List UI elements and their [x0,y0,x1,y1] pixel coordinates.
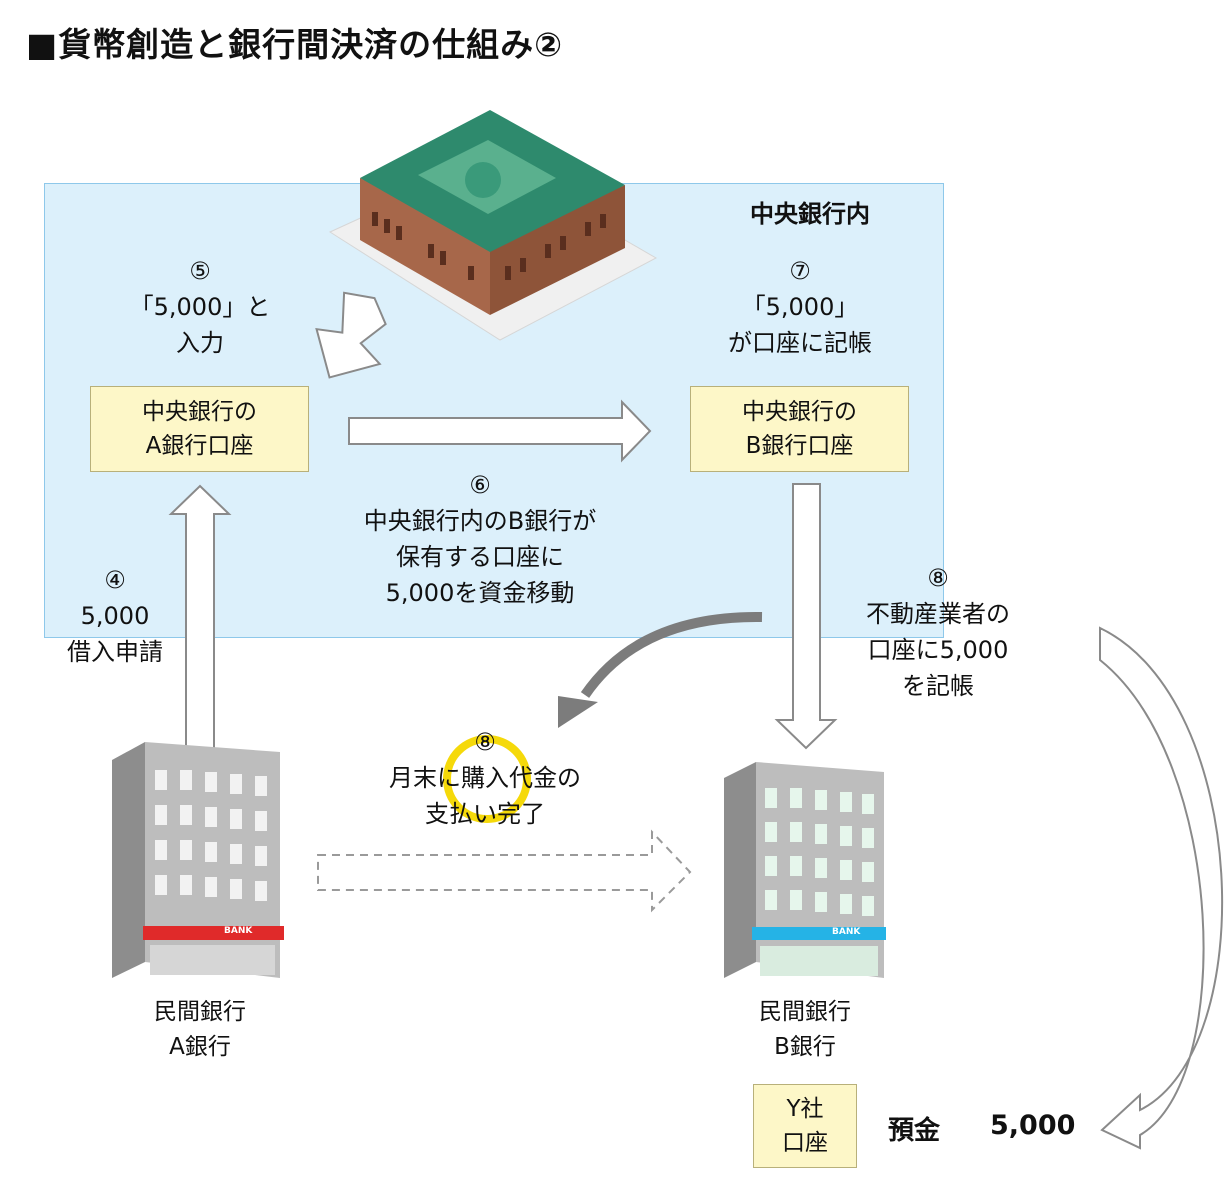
bank-b-label-line2: B銀行 [774,1034,836,1060]
step5-line2: 入力 [176,329,224,357]
step8b-line2: 支払い完了 [425,800,545,828]
step8b-number: ⑧ [474,728,496,756]
step6-line1: 中央銀行内のB銀行が [363,507,597,535]
bank-b-building-icon [724,762,886,978]
arrow-a-to-b [348,399,652,463]
bank-a-building-icon [112,742,284,978]
step4-number: ④ [104,566,126,594]
bank-a-label-line1: 民間銀行 [154,999,246,1025]
step7-note: ⑦ 「5,000」 が口座に記帳 [690,253,910,361]
step6-line3: 5,000を資金移動 [385,579,575,607]
step4-line2: 借入申請 [67,638,163,666]
step8a-line3: を記帳 [902,672,974,700]
arrow-dashed-a-to-b [317,829,692,913]
step7-line1: 「5,000」 [741,293,859,321]
step8a-line1: 不動産業者の [866,600,1010,628]
step8a-number: ⑧ [927,564,949,592]
arrow-curve-gray-head [558,696,598,728]
account-b-line1: 中央銀行の [742,399,857,425]
deposit-label: 預金 [888,1116,941,1146]
step8b-line1: 月末に購入代金の [389,764,581,792]
page-title: ■貨幣創造と銀行間決済の仕組み② [26,25,564,64]
bank-b-sign: BANK [832,927,861,937]
step6-note: ⑥ 中央銀行内のB銀行が 保有する口座に 5,000を資金移動 [330,467,630,611]
account-a-line2: A銀行口座 [145,433,254,459]
highlight-circle [443,735,531,823]
step4-note: ④ 5,000 借入申請 [55,562,175,670]
account-b-line2: B銀行口座 [745,433,854,459]
account-a-line1: 中央銀行の [142,399,257,425]
step6-number: ⑥ [469,471,491,499]
step8b-note: ⑧ 月末に購入代金の 支払い完了 [350,724,620,832]
step4-line1: 5,000 [80,602,150,630]
account-a-box: 中央銀行の A銀行口座 [90,386,309,472]
bank-a-label: 民間銀行 A銀行 [120,995,280,1065]
step5-number: ⑤ [189,257,211,285]
arrow-b-down [774,483,838,750]
account-y-line2: 口座 [782,1130,828,1156]
arrow-cb-to-a [315,291,387,379]
bank-a-label-line2: A銀行 [169,1034,231,1060]
step5-line1: 「5,000」と [129,293,271,321]
bank-b-label-line1: 民間銀行 [759,999,851,1025]
account-y-box: Y社 口座 [753,1084,857,1168]
central-bank-building-icon [328,110,658,341]
central-bank-area-label: 中央銀行内 [750,200,870,228]
arrow-curve-gray [580,611,763,698]
step7-number: ⑦ [789,257,811,285]
bank-b-label: 民間銀行 B銀行 [725,995,885,1065]
account-y-line1: Y社 [786,1096,824,1122]
step8a-line2: 口座に5,000 [867,636,1009,664]
arrow-bank-a-up [168,484,232,749]
step6-line2: 保有する口座に [396,543,564,571]
account-b-box: 中央銀行の B銀行口座 [690,386,909,472]
step5-note: ⑤ 「5,000」と 入力 [100,253,300,361]
step7-line2: が口座に記帳 [728,329,872,357]
step8a-note: ⑧ 不動産業者の 口座に5,000 を記帳 [838,560,1038,704]
bank-a-sign: BANK [224,926,253,936]
arrow-curve-right [1099,626,1224,1150]
deposit-amount: 5,000 [990,1110,1076,1141]
